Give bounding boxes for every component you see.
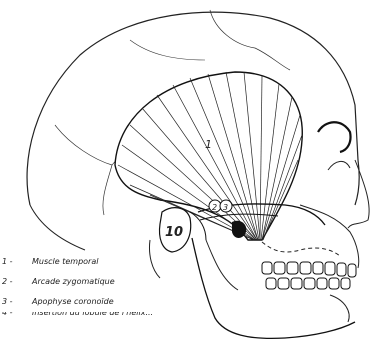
coronoid-number-label: 3 — [223, 203, 228, 212]
lower-teeth — [266, 278, 350, 289]
muscle-number-label: 1 — [205, 138, 212, 151]
orbit-outline — [318, 122, 351, 152]
coronal-suture — [210, 10, 290, 70]
legend-item-number: 1 - — [0, 252, 32, 272]
legend-item-text: Muscle temporal — [32, 252, 98, 272]
lambdoid-suture — [55, 125, 112, 215]
legend-item-text: Insertion du lobule de l'hélix... — [32, 312, 153, 318]
legend-item-text: Apophyse coronoïde — [32, 292, 114, 312]
legend: 1 - Muscle temporal 2 - Arcade zygomatiq… — [0, 252, 240, 318]
legend-item: 2 - Arcade zygomatique — [0, 272, 240, 292]
upper-suture — [130, 40, 205, 60]
legend-item: 1 - Muscle temporal — [0, 252, 240, 272]
legend-item: 3 - Apophyse coronoïde — [0, 292, 240, 312]
mandible-notch — [262, 242, 340, 256]
arch-number-label: 2 — [212, 203, 217, 212]
nasal-outline — [348, 160, 369, 228]
legend-item-text: Arcade zygomatique — [32, 272, 115, 292]
maxilla-outline — [300, 205, 359, 268]
upper-teeth — [262, 262, 356, 277]
ear-region: 10 — [160, 208, 207, 252]
occipital-outline — [30, 205, 85, 250]
ear-mark-label: 10 — [165, 225, 183, 240]
legend-item: 4 - Insertion du lobule de l'hélix... — [0, 312, 240, 318]
orbit-inner — [328, 161, 350, 170]
legend-item-number: 3 - — [0, 292, 32, 312]
legend-item-number: 4 - — [0, 312, 32, 318]
chin-outline — [330, 295, 349, 322]
legend-item-number: 2 - — [0, 272, 32, 292]
